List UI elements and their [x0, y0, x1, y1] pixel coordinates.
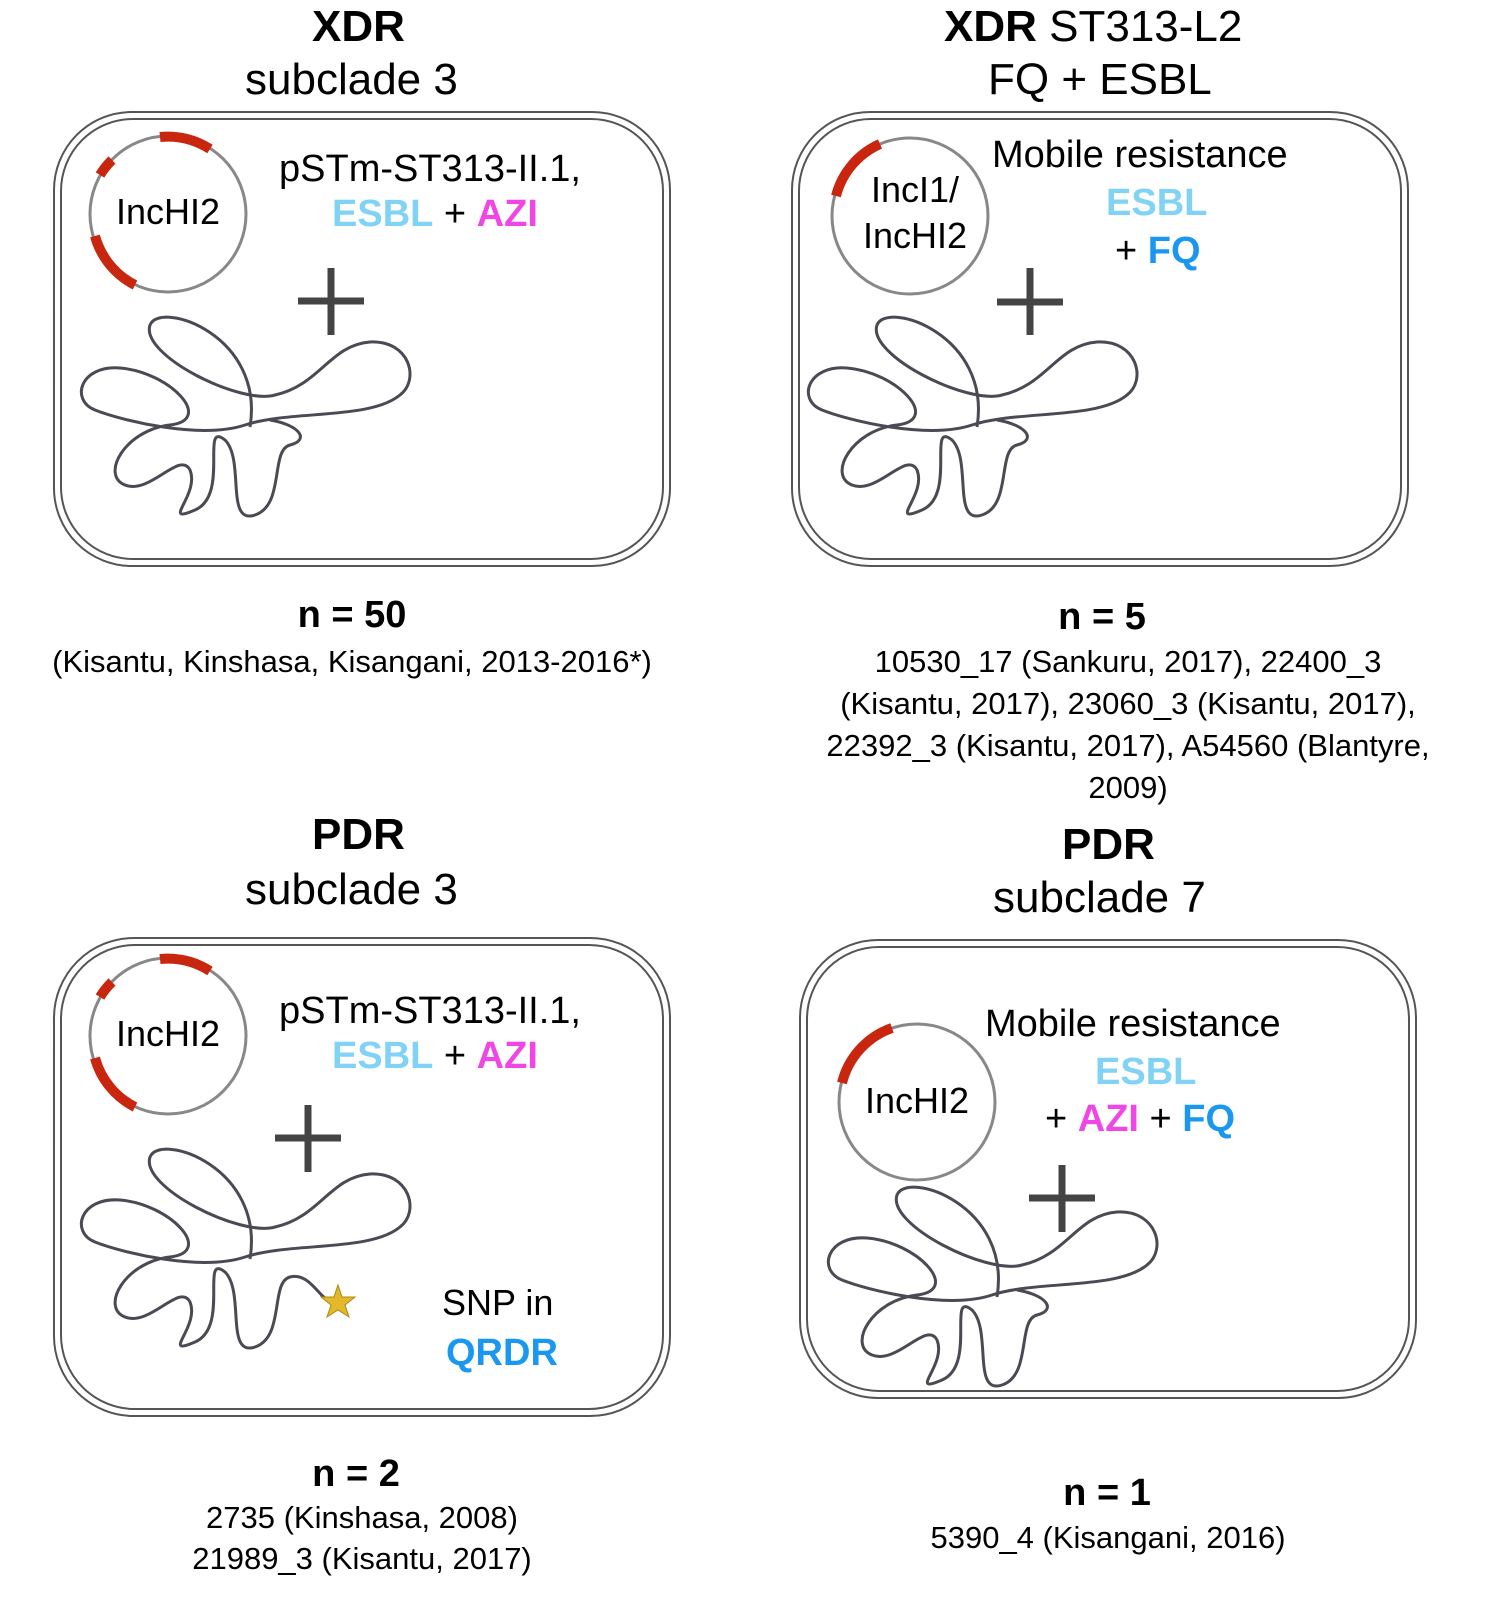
panel-subtitle: subclade 3 — [245, 55, 458, 104]
panel-subtitle: subclade 7 — [993, 873, 1206, 922]
plasmid-arc — [90, 1056, 138, 1112]
plasmid-arc — [159, 953, 213, 976]
esbl-line: ESBL — [1095, 1053, 1196, 1091]
plus-text: + — [1138, 1098, 1183, 1140]
plasmid-arc — [159, 131, 213, 154]
plasmid-label: IncHI2 — [115, 1013, 221, 1054]
azi-fq-line: + AZI + FQ — [1045, 1100, 1235, 1138]
location-text-line: 2009) — [1088, 770, 1168, 805]
sample-count: n = 5 — [1058, 596, 1146, 638]
location-text-line: 10530_17 (Sankuru, 2017), 22400_3 — [874, 644, 1382, 679]
plasmid-name: pSTm-ST313-II.1, — [279, 148, 581, 190]
plasmid-label: IncHI2 — [862, 215, 968, 256]
chromosome-loop — [79, 1147, 412, 1350]
resistance-line: ESBL + AZI — [332, 1037, 538, 1075]
bacterial-cell-diagram — [799, 939, 1417, 1399]
plus-text: + — [1115, 230, 1148, 272]
fq-line: + FQ — [1115, 232, 1201, 270]
mobile-resistance-label: Mobile resistance — [992, 134, 1288, 176]
resistance-line: ESBL + AZI — [332, 195, 538, 233]
panel-title-rest: ST313-L2 — [1036, 2, 1243, 51]
panel-subtitle: subclade 3 — [245, 865, 458, 914]
azi-label: AZI — [476, 1035, 538, 1077]
chromosome-loop — [826, 1185, 1159, 1388]
snp-label: SNP in — [442, 1282, 554, 1323]
plus-sign — [1029, 1165, 1095, 1232]
azi-label: AZI — [476, 193, 538, 235]
plus-sign — [997, 268, 1063, 335]
esbl-label: ESBL — [1106, 182, 1208, 224]
plasmid-arc — [95, 156, 116, 178]
azi-label: AZI — [1077, 1098, 1139, 1140]
panel-title: XDR ST313-L2 — [944, 5, 1242, 49]
bacterial-cell-diagram — [53, 111, 671, 567]
plasmid-label: IncHI2 — [115, 191, 221, 232]
chromosome-loop — [79, 315, 412, 518]
plasmid-arc — [90, 234, 138, 290]
esbl-label: ESBL — [332, 193, 434, 235]
plasmid-label: IncHI2 — [864, 1080, 970, 1121]
sample-count: n = 1 — [1063, 1472, 1151, 1514]
plasmid-arc — [95, 978, 116, 1000]
plus-text: + — [433, 1035, 477, 1077]
location-text-line: 21989_3 (Kisantu, 2017) — [192, 1541, 532, 1576]
location-text-line: 22392_3 (Kisantu, 2017), A54560 (Blantyr… — [826, 728, 1430, 763]
panel-title-bold: XDR — [944, 2, 1037, 51]
plasmid-arc — [831, 139, 883, 198]
plasmid-circle — [837, 1022, 997, 1182]
panel-title-bold: PDR — [1062, 820, 1155, 869]
sample-count: n = 2 — [312, 1453, 400, 1495]
plus-sign — [275, 1105, 341, 1172]
plus-sign — [298, 268, 364, 335]
esbl-label: ESBL — [332, 1035, 434, 1077]
fq-label: FQ — [1147, 230, 1201, 272]
location-text: (Kisantu, Kinshasa, Kisangani, 2013-2016… — [52, 644, 652, 679]
sample-count: n = 50 — [297, 594, 407, 636]
esbl-line: ESBL — [1106, 184, 1207, 222]
panel-title-bold: XDR — [312, 2, 405, 51]
mobile-resistance-label: Mobile resistance — [985, 1003, 1281, 1045]
plasmid-label: IncI1/ — [870, 169, 960, 210]
plus-text: + — [433, 193, 477, 235]
location-text-line: (Kisantu, 2017), 23060_3 (Kisantu, 2017)… — [840, 686, 1416, 721]
snp-star — [319, 1283, 357, 1319]
esbl-label: ESBL — [1095, 1051, 1197, 1093]
bacterial-cell-diagram — [53, 937, 671, 1417]
qrdr-label: QRDR — [446, 1332, 558, 1374]
plasmid-circle — [830, 136, 990, 296]
plasmid-arc — [837, 1023, 894, 1085]
location-text-line: 2735 (Kinshasa, 2008) — [206, 1500, 518, 1535]
chromosome-loop — [806, 315, 1139, 518]
plasmid-name: pSTm-ST313-II.1, — [279, 990, 581, 1032]
bacterial-cell-diagram — [791, 111, 1409, 567]
fq-label: FQ — [1182, 1098, 1236, 1140]
plus-text: + — [1045, 1098, 1078, 1140]
panel-title-bold: PDR — [312, 810, 405, 859]
location-text: 5390_4 (Kisangani, 2016) — [930, 1520, 1286, 1555]
panel-subtitle: FQ + ESBL — [988, 55, 1212, 104]
